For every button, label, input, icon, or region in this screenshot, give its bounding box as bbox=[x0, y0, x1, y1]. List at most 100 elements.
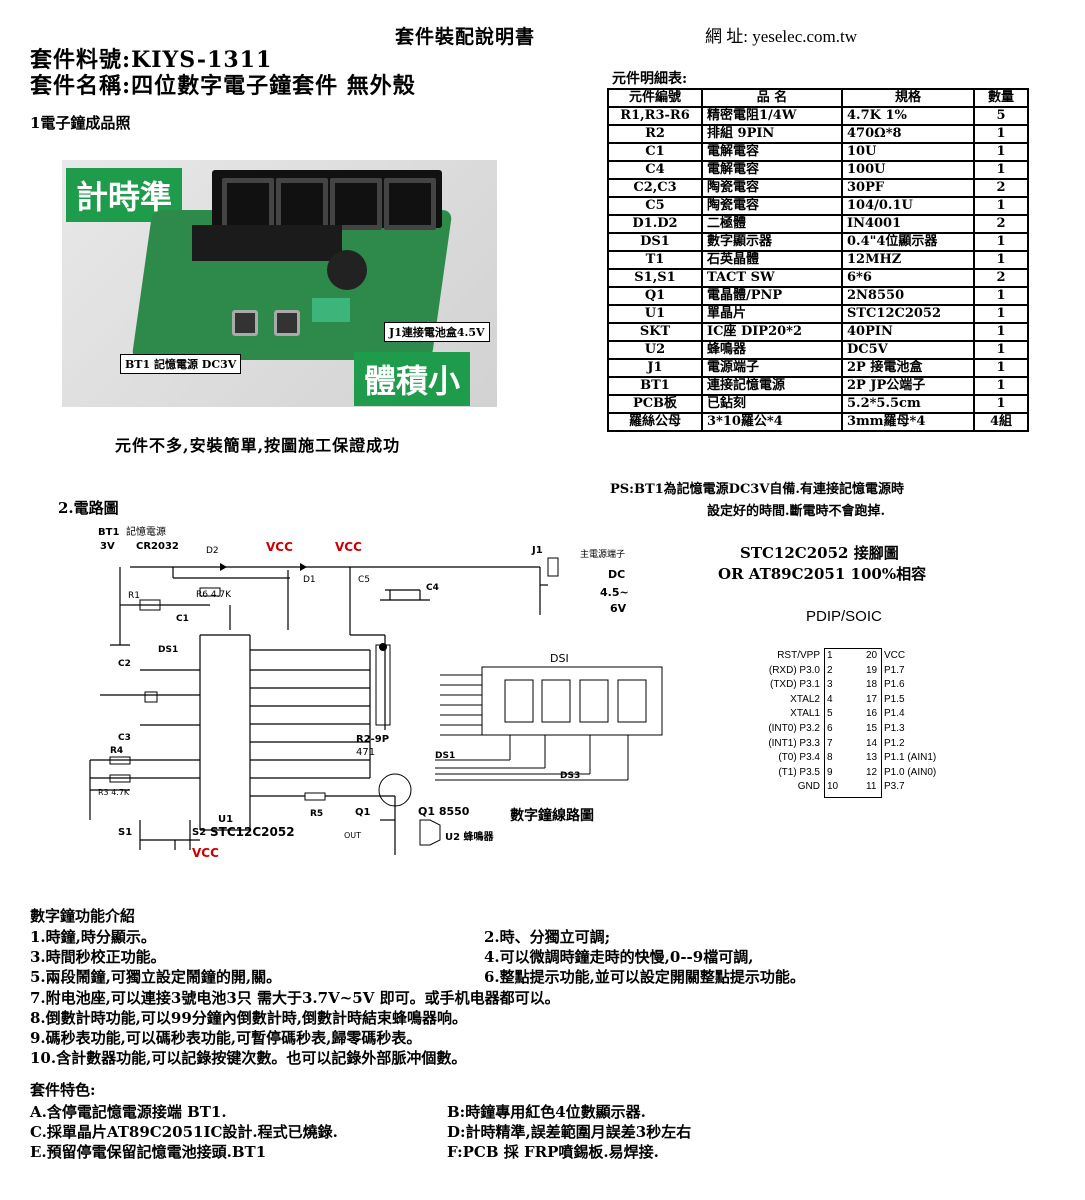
pin-label-left: XTAL2 bbox=[790, 693, 820, 705]
sch-dc-c: 6V bbox=[610, 602, 627, 615]
feature-item: 1.時鐘,時分顯示。 bbox=[30, 928, 156, 946]
pin-number: 3 bbox=[827, 679, 833, 691]
table-header-row: 元件編號 品 名 規格 數量 bbox=[607, 88, 1029, 108]
table-cell: 1 bbox=[973, 160, 1029, 180]
sch-ds1-display: DS1 bbox=[435, 751, 455, 761]
kit-feature-item: D:計時精準,誤差範圍月誤差3秒左右 bbox=[447, 1123, 692, 1141]
table-cell: DC5V bbox=[841, 340, 975, 360]
feature-item: 10.含計數器功能,可以記錄按键次數。也可以記錄外部脈冲個數。 bbox=[30, 1049, 467, 1067]
kit-feature-item: C.採單晶片AT89C2051IC設計.程式已燒錄. bbox=[30, 1123, 338, 1141]
sch-u1: U1 bbox=[218, 814, 233, 825]
table-cell: 連接記憶電源 bbox=[701, 376, 843, 396]
kit-feature-item: B:時鐘專用紅色4位數顯示器. bbox=[447, 1103, 646, 1121]
table-cell: 精密電阻1/4W bbox=[701, 106, 843, 126]
pin-number: 8 bbox=[827, 752, 833, 764]
sch-dc-b: 4.5~ bbox=[600, 586, 629, 599]
table-cell: 3*10羅公*4 bbox=[701, 412, 843, 432]
sch-vcc: VCC bbox=[266, 540, 293, 554]
table-cell: 1 bbox=[973, 304, 1029, 324]
circuit-schematic: BT1 記憶電源 3V CR2032 D2 VCC VCC D1 R6 4.7K… bbox=[89, 525, 629, 860]
table-cell: BT1 bbox=[607, 376, 703, 396]
table-cell: C1 bbox=[607, 142, 703, 162]
table-cell: 6*6 bbox=[841, 268, 975, 288]
sch-q1-part: Q1 8550 bbox=[418, 805, 470, 818]
table-cell: 104/0.1U bbox=[841, 196, 975, 216]
table-cell: Q1 bbox=[607, 286, 703, 306]
label-j1: J1連接電池盒4.5V bbox=[384, 322, 490, 342]
package-label: PDIP/SOIC bbox=[806, 608, 882, 625]
ps-note-line2: 設定好的時間.斷電時不會跑掉. bbox=[707, 504, 886, 519]
sch-vcc: VCC bbox=[192, 846, 219, 860]
table-cell: 單晶片 bbox=[701, 304, 843, 324]
pin-number: 15 bbox=[866, 723, 878, 734]
table-cell: 30PF bbox=[841, 178, 975, 198]
pin-number: 20 bbox=[866, 650, 878, 661]
ps-note-line1: PS:BT1為記憶電源DC3V自備.有連接記憶電源時 bbox=[610, 482, 904, 497]
table-cell: 1 bbox=[973, 286, 1029, 306]
table-cell: 蜂鳴器 bbox=[701, 340, 843, 360]
table-cell: C4 bbox=[607, 160, 703, 180]
sch-r6: R6 4.7K bbox=[196, 590, 232, 600]
table-cell: 40PIN bbox=[841, 322, 975, 342]
sch-c4: C4 bbox=[426, 583, 439, 593]
pin-label-right: P1.7 bbox=[884, 664, 905, 676]
pin-label-left: (INT1) P3.3 bbox=[768, 737, 820, 749]
pin-number: 6 bbox=[827, 723, 833, 734]
tact-switch bbox=[232, 310, 258, 336]
feature-item: 5.兩段鬧鐘,可獨立設定鬧鐘的開,關。 bbox=[30, 968, 282, 986]
table-cell: D1.D2 bbox=[607, 214, 703, 234]
table-cell: DS1 bbox=[607, 232, 703, 252]
sch-q1: Q1 bbox=[355, 807, 371, 818]
pin-label-right: P1.5 bbox=[884, 693, 905, 705]
sch-j1: J1 bbox=[531, 545, 543, 556]
pin-label-right: P1.1 (AIN1) bbox=[884, 752, 937, 764]
document-title: 套件裝配說明書 bbox=[395, 26, 536, 48]
tag-small: 體積小 bbox=[354, 352, 471, 406]
sch-cr2032: CR2032 bbox=[136, 541, 179, 552]
sch-out: OUT bbox=[344, 831, 361, 840]
table-cell: 1 bbox=[973, 142, 1029, 162]
pin-number: 18 bbox=[866, 679, 878, 691]
feature-item: 3.時間秒校正功能。 bbox=[30, 948, 166, 966]
table-cell: 4.7K 1% bbox=[841, 106, 975, 126]
section2-title: 2.電路圖 bbox=[58, 499, 119, 517]
feature-item: 7.附电池座,可以連接3號电池3只 需大于3.7V~5V 即可。或手机电器都可以… bbox=[30, 989, 560, 1007]
sch-vcc: VCC bbox=[335, 540, 362, 554]
sch-u1-part: STC12C2052 bbox=[210, 825, 295, 839]
pin-number: 19 bbox=[866, 664, 878, 676]
table-cell: 排組 9PIN bbox=[701, 124, 843, 144]
clock-schematic-title: 數字鐘線路圖 bbox=[510, 807, 594, 824]
table-cell: 2P 接電池盒 bbox=[841, 358, 975, 378]
sch-ds3: DS3 bbox=[560, 771, 580, 781]
mcu-chip bbox=[192, 225, 342, 261]
sch-c2: C2 bbox=[118, 659, 131, 669]
sch-c1: C1 bbox=[176, 614, 189, 624]
table-cell: 10U bbox=[841, 142, 975, 162]
kit-feature-item: F:PCB 採 FRP噴錫板.易焊接. bbox=[447, 1143, 659, 1161]
table-cell: R1,R3-R6 bbox=[607, 106, 703, 126]
feature-item: 4.可以微調時鐘走時的快慢,0--9檔可調, bbox=[484, 948, 754, 966]
table-cell: 1 bbox=[973, 394, 1029, 414]
table-cell: 1 bbox=[973, 376, 1029, 396]
sch-ds1: DS1 bbox=[158, 645, 178, 655]
terminal-block bbox=[312, 298, 350, 322]
sch-u2: U2 蜂鳴器 bbox=[445, 830, 495, 843]
table-cell: 1 bbox=[973, 358, 1029, 378]
pin-label-right: P1.6 bbox=[884, 679, 905, 691]
table-cell: J1 bbox=[607, 358, 703, 378]
feature-item: 8.倒數計時功能,可以99分鐘內倒數計時,倒數計時結束蜂鳴器响。 bbox=[30, 1009, 467, 1027]
pin-label-left: (T0) P3.4 bbox=[778, 752, 820, 764]
table-cell: 羅絲公母 bbox=[607, 412, 703, 432]
table-cell: 2P JP公端子 bbox=[841, 376, 975, 396]
pin-number: 16 bbox=[866, 708, 878, 720]
table-cell: 二極體 bbox=[701, 214, 843, 234]
